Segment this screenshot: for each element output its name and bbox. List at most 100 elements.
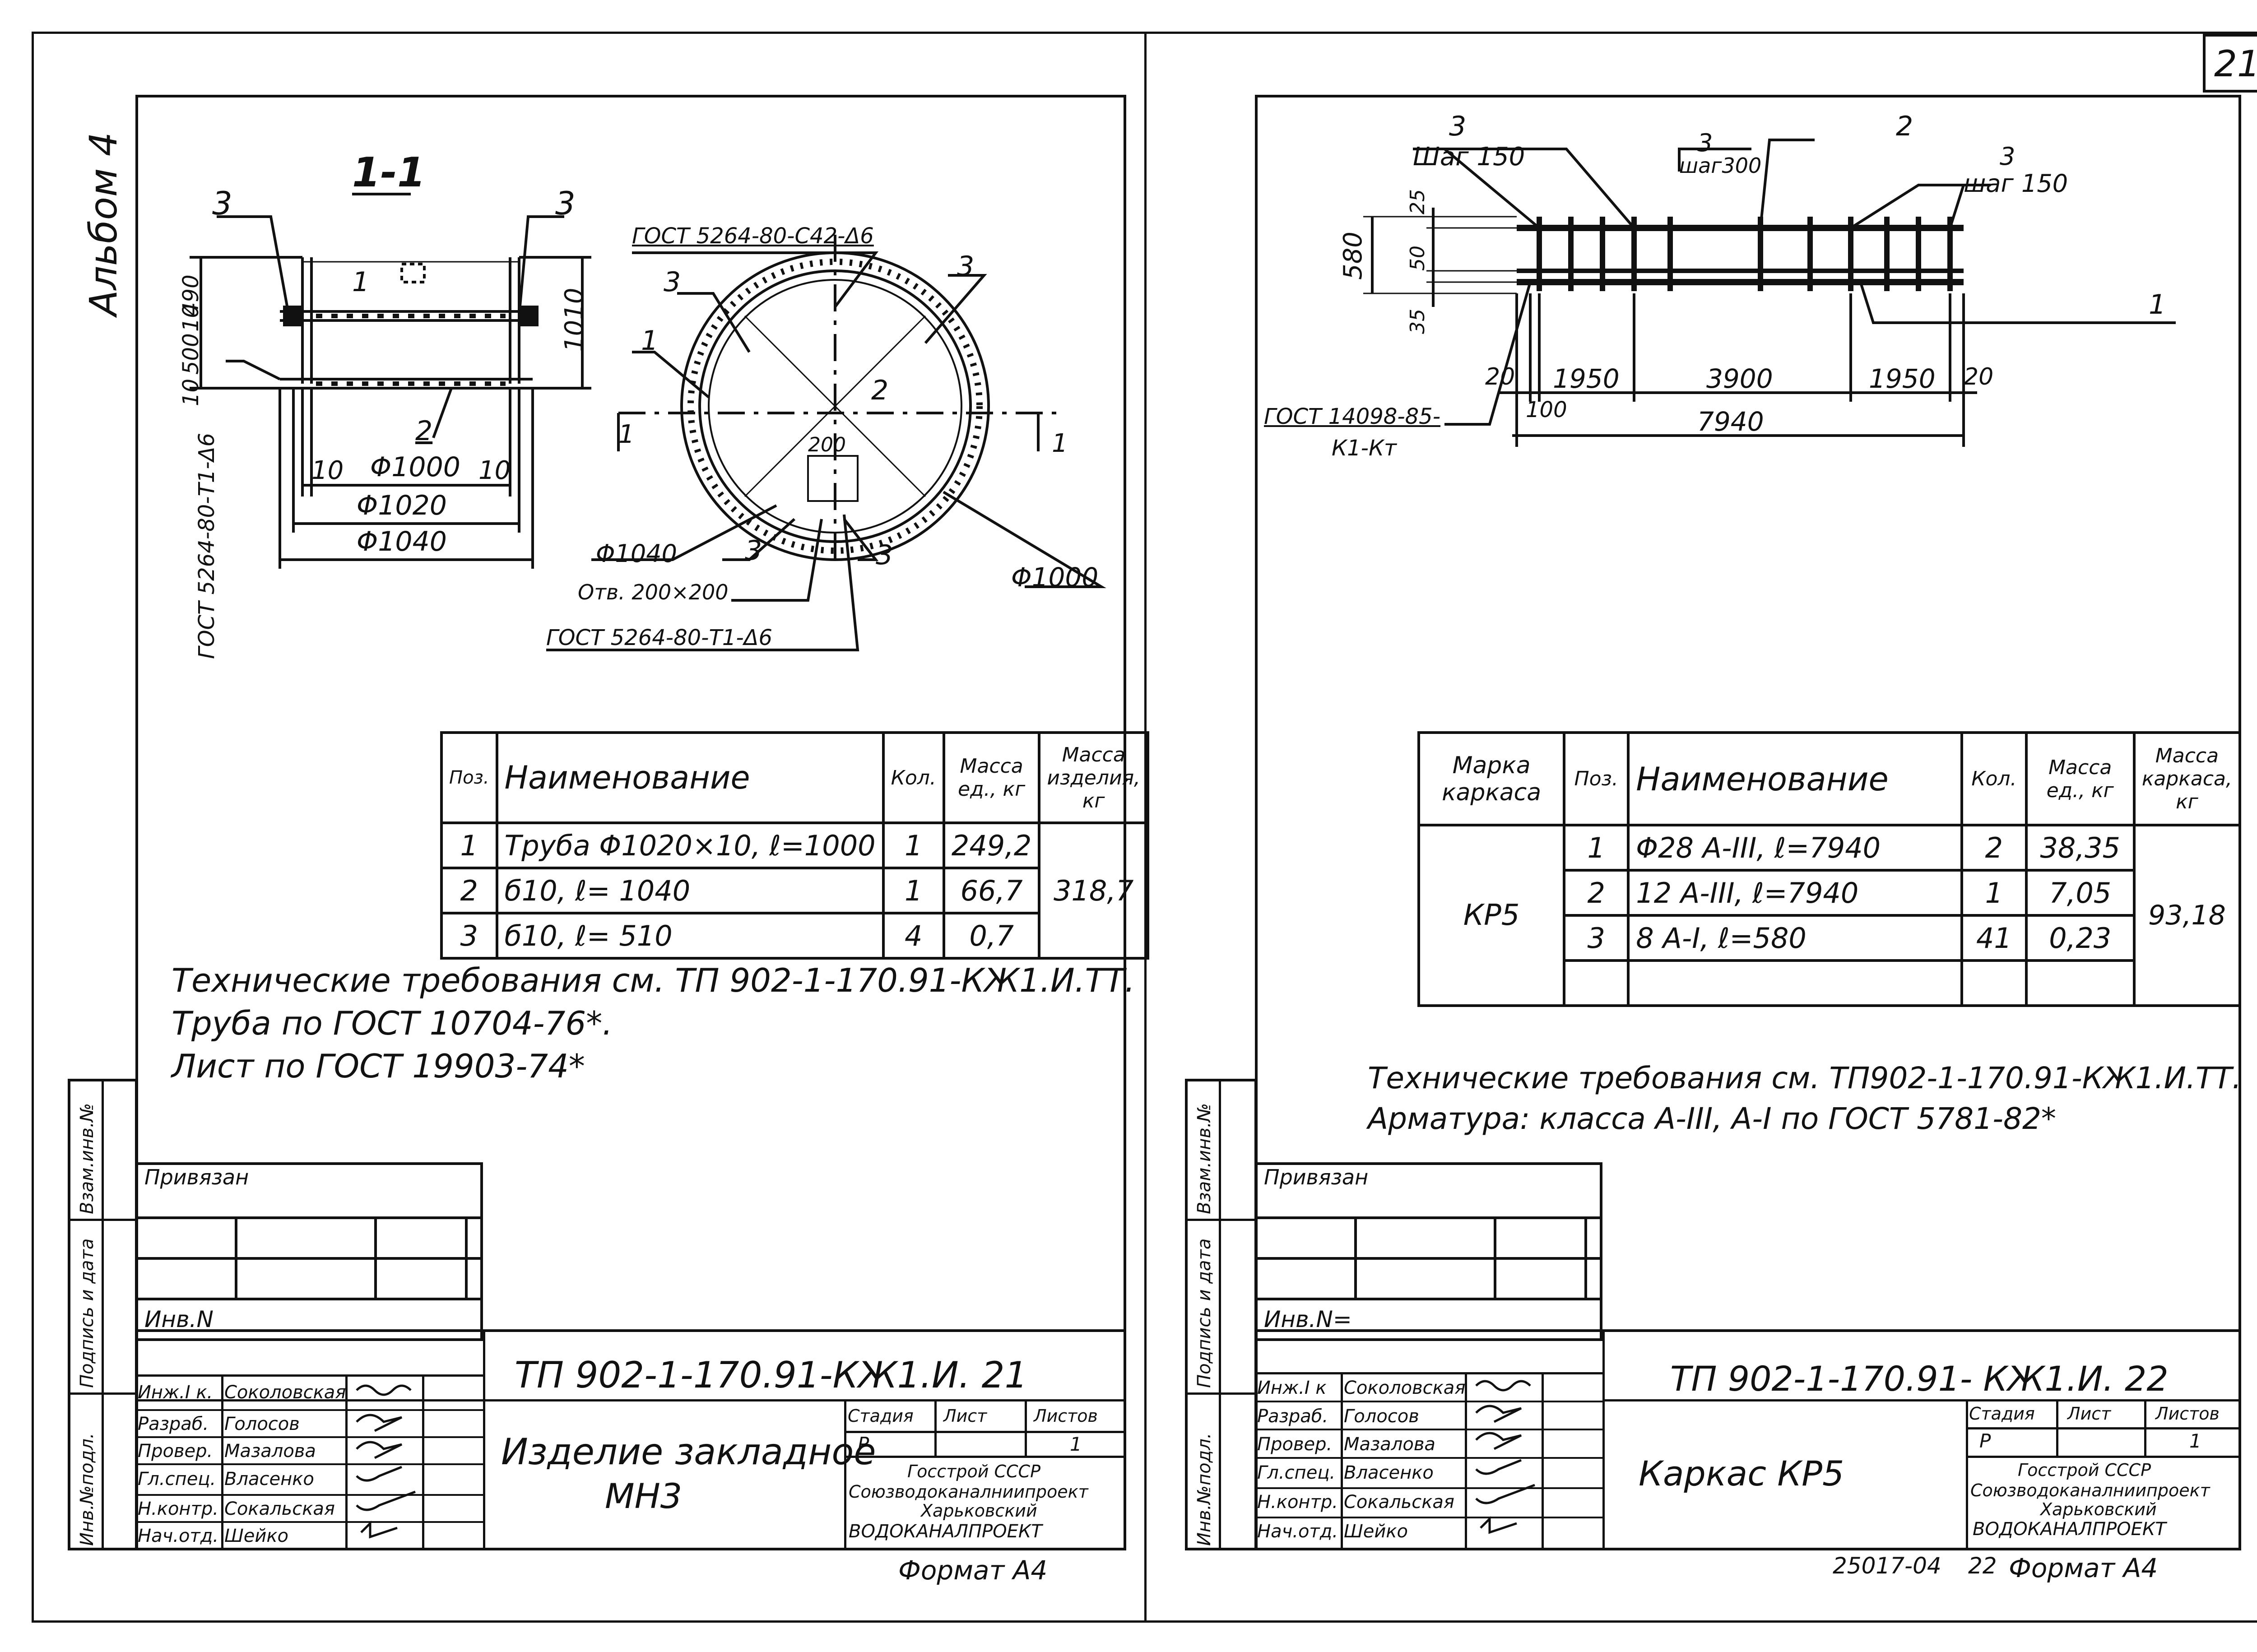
stamp-line [844, 1456, 1126, 1458]
stamp-name-2: Мазалова [224, 1441, 316, 1462]
stamp-line [1602, 1329, 1605, 1550]
rspec-total-mass: 93,18 [2132, 824, 2242, 1007]
left-stamp-title-2: МН3 [605, 1476, 683, 1516]
stamp-line [2056, 1399, 2058, 1458]
r-stamp-name-4: Сокальская [1344, 1492, 1454, 1513]
table-row: 3 8 А-I, ℓ=580 41 0,23 [1419, 914, 2240, 962]
side-divider [68, 1392, 138, 1395]
section-title: 1-1 [352, 149, 426, 196]
r-archive: 25017-04 [1833, 1553, 1941, 1579]
stamp-line [221, 1374, 223, 1550]
rspec-h-qty: Кол. [1960, 731, 2028, 826]
table-row: 1 Труба Φ1020×10, ℓ=1000 1 249,2 318,7 [440, 821, 1150, 960]
right-stamp-code: ТП 902-1-170.91- КЖ1.И. 22 [1670, 1359, 2169, 1399]
stamp-line [135, 1374, 483, 1377]
callout-r3d: 3 [876, 539, 893, 571]
spec-h-mass: Масса ед., кг [942, 731, 1041, 824]
stamp-line [345, 1374, 348, 1550]
stamp-line [483, 1329, 485, 1550]
spec-h-qty: Кол. [882, 731, 945, 824]
rspec-mark: КР5 [1417, 824, 1566, 1007]
right-spec-table: Марка каркаса Поз. Наименование Кол. Мас… [1417, 731, 2242, 1007]
stamp-privyazan: Привязан [135, 1162, 483, 1219]
r-org-2: Союзводоканалниипроект [1970, 1480, 2210, 1500]
r-listov: Листов [2155, 1404, 2220, 1424]
stamp-line [1255, 1487, 1602, 1489]
side-divider [1219, 1079, 1221, 1550]
side-divider [102, 1079, 104, 1550]
r-d25: 25 [1406, 189, 1429, 214]
stamp-name-0: Соколовская [224, 1382, 346, 1403]
r-side-label-vzam: Взам.инв.№ [1194, 1103, 1215, 1214]
r-stamp-name-2: Мазалова [1344, 1434, 1435, 1455]
left-stadia-val: Р [858, 1433, 869, 1455]
r-sheet22: 22 [1968, 1553, 1997, 1579]
r-org-3: Харьковский [2040, 1499, 2157, 1519]
dim-10d: 10 [478, 456, 511, 485]
callout-3b: 3 [555, 185, 576, 222]
stamp-line [422, 1374, 424, 1550]
stamp-line [135, 1409, 483, 1411]
r-stamp-name-5: Шейко [1344, 1521, 1408, 1542]
dim-phi1020: Φ1020 [357, 490, 447, 521]
r-stamp-role-3: Гл.спец. [1257, 1462, 1336, 1483]
spec-h-total: Масса изделия, кг [1038, 731, 1150, 824]
stamp-line [1966, 1427, 2241, 1429]
dim-10c: 10 [311, 456, 344, 485]
stamp-line [135, 1399, 1126, 1401]
table-row: 2 б10, ℓ= 1040 1 66,7 [440, 867, 1148, 914]
r-d20b: 20 [1964, 363, 1994, 390]
stamp-role-4: Н.контр. [138, 1499, 218, 1519]
table-row: 3 б10, ℓ= 510 4 0,7 [440, 912, 1148, 960]
callout-r3c: 3 [745, 535, 762, 566]
spec-total-mass: 318,7 [1038, 821, 1150, 960]
stamp-line [844, 1399, 846, 1550]
right-stamp-main [1255, 1329, 2241, 1550]
stamp-name-4: Сокальская [224, 1499, 335, 1519]
callout-2: 2 [415, 415, 433, 447]
r-side-label-podpis: Подпись и дата [1194, 1238, 1215, 1388]
stamp-line [135, 1436, 483, 1438]
right-stamp-title: Каркас КР5 [1639, 1453, 1844, 1494]
right-note-1: Технические требования см. ТП902-1-170.9… [1368, 1061, 2242, 1095]
spec-h-pos: Поз. [440, 731, 498, 824]
r-step300: шаг300 [1679, 153, 1762, 178]
left-org-4: ВОДОКАНАЛПРОЕКТ [849, 1521, 1042, 1542]
gost-top: ГОСТ 5264-80-С42-Δ6 [632, 223, 874, 249]
r-side-label-inv: Инв.№подл. [1194, 1433, 1215, 1546]
side-divider [1185, 1219, 1257, 1221]
rspec-h-mass: Масса ед., кг [2025, 731, 2136, 826]
r-d100: 100 [1526, 397, 1567, 422]
left-format: Формат А4 [898, 1555, 1048, 1586]
r-d580: 580 [1338, 232, 1368, 280]
rspec-h-name: Наименование [1627, 731, 1964, 826]
r-d1950b: 1950 [1869, 363, 1936, 394]
r-stadia-val: Р [1979, 1430, 1991, 1452]
r-listov-val: 1 [2189, 1430, 2201, 1452]
dim-phi1000b: Φ1000 [1011, 562, 1099, 593]
r-stamp-role-1: Разраб. [1257, 1406, 1328, 1427]
r-org-1: Госстрой СССР [2018, 1460, 2151, 1480]
r-t3b: 3 [1697, 129, 1713, 157]
r-t3a: 3 [1449, 111, 1467, 142]
r-gost2: К1-Кт [1332, 436, 1397, 461]
left-note-2: Труба по ГОСТ 10704-76*. [172, 1004, 613, 1042]
side-divider [68, 1219, 138, 1221]
r-d50: 50 [1406, 246, 1429, 271]
stamp-line [1602, 1399, 2241, 1401]
gost-bottom: ГОСТ 5264-80-Т1-Δ6 [546, 625, 773, 650]
left-note-1: Технические требования см. ТП 902-1-170.… [172, 961, 1135, 999]
stamp-line [1542, 1372, 1544, 1550]
r-stamp-role-0: Инж.I к [1257, 1378, 1327, 1398]
r-gost: ГОСТ 14098-85- [1264, 404, 1441, 429]
stamp-role-3: Гл.спец. [138, 1469, 216, 1490]
stamp-role-2: Провер. [138, 1441, 213, 1462]
left-listov-val: 1 [1070, 1433, 1082, 1455]
stamp-line [1255, 1401, 1602, 1402]
left-org-2: Союзводоканалниипроект [849, 1482, 1088, 1502]
r-d3900: 3900 [1706, 363, 1773, 394]
left-listov: Листов [1034, 1406, 1098, 1426]
stamp-name-3: Власенко [224, 1469, 314, 1490]
left-list: Лист [943, 1406, 987, 1426]
